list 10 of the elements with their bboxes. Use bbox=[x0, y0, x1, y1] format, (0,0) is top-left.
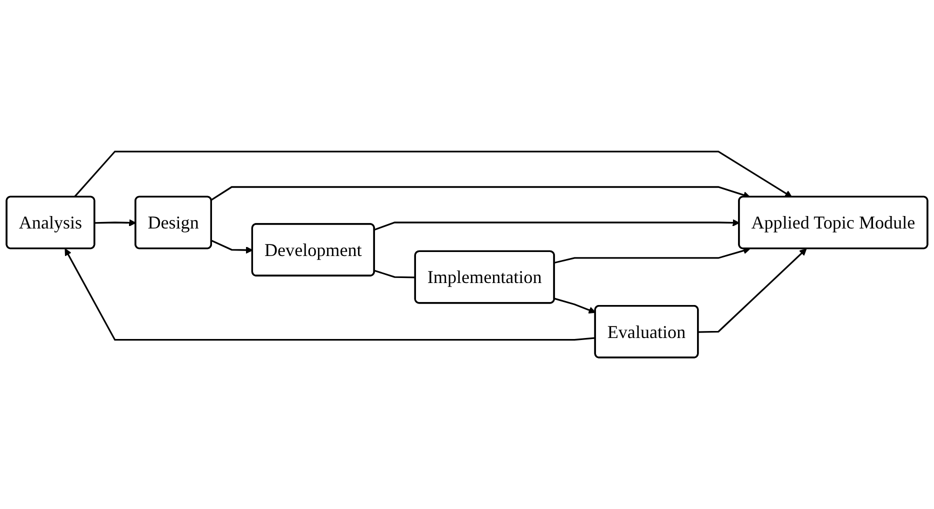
connector bbox=[374, 270, 416, 278]
arrow bbox=[698, 248, 807, 333]
arrow bbox=[554, 247, 750, 264]
arrow bbox=[94, 219, 136, 226]
arrow bbox=[211, 240, 253, 254]
arrow bbox=[74, 150, 792, 198]
arrow bbox=[210, 186, 750, 201]
arrow bbox=[374, 219, 740, 231]
arrow bbox=[554, 298, 596, 314]
arrow bbox=[64, 248, 596, 341]
